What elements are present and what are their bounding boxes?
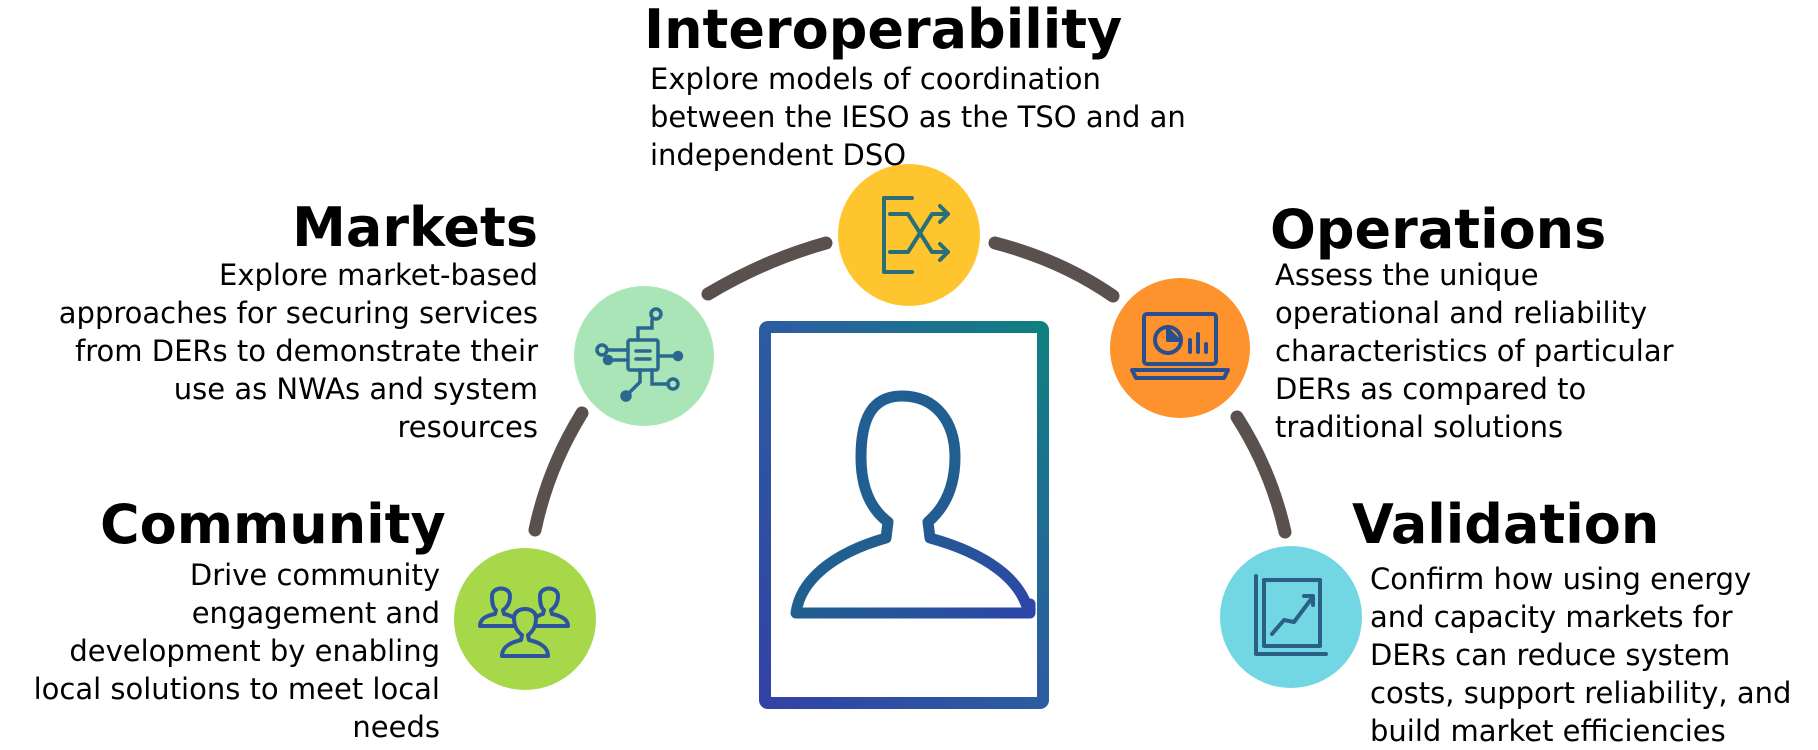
growth-chart-icon <box>1254 574 1328 656</box>
markets-description: Explore market-based approaches for secu… <box>58 258 538 444</box>
markets-circle <box>574 286 714 426</box>
operations-description: Assess the unique operational and reliab… <box>1275 258 1674 444</box>
interoperability-circle <box>838 164 980 306</box>
arc-segment-markets-interoperability <box>701 236 833 301</box>
shuffle-arrows-icon <box>882 196 950 274</box>
validation-description: Confirm how using energy and capacity ma… <box>1370 562 1792 748</box>
validation-title: Validation <box>1352 493 1660 556</box>
arc-segment-operations-validation <box>1230 410 1292 539</box>
interoperability-description: Explore models of coordination between t… <box>650 62 1186 172</box>
people-group-icon <box>478 586 570 658</box>
interoperability-title: Interoperability <box>644 0 1123 61</box>
validation-circle <box>1220 546 1362 688</box>
markets-title: Markets <box>292 196 538 259</box>
arc-segment-interoperability-operations <box>988 236 1120 303</box>
operations-title: Operations <box>1270 198 1607 261</box>
community-title: Community <box>100 493 446 556</box>
laptop-dashboard-icon <box>1130 312 1230 380</box>
operations-circle <box>1110 278 1250 418</box>
community-description: Drive community engagement and developme… <box>33 558 440 744</box>
center-profile-card <box>758 320 1050 710</box>
circuit-chip-icon <box>595 307 684 402</box>
community-circle <box>454 548 596 690</box>
person-profile-icon <box>759 321 1049 709</box>
arc-segment-community-markets <box>528 406 589 537</box>
